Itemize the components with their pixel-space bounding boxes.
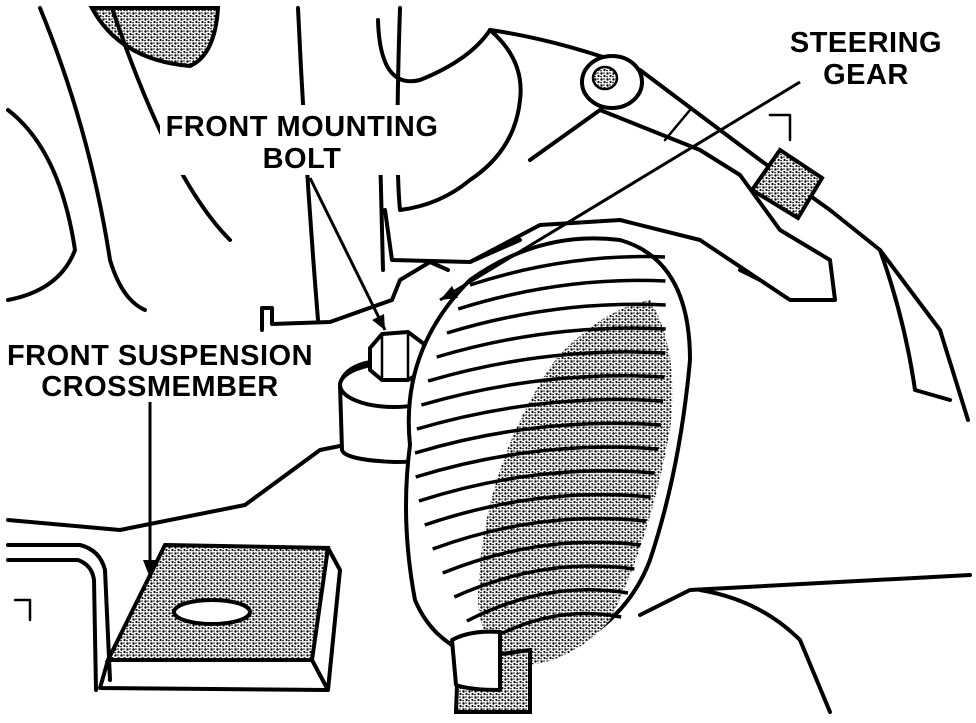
boot-rib <box>442 540 641 575</box>
upper-left-shaded-part <box>88 6 221 69</box>
lower-right-panel <box>638 573 972 617</box>
steering-boot <box>404 236 693 714</box>
label-front-mounting-bolt: FRONT MOUNTING BOLT <box>160 105 445 175</box>
boot-rib <box>424 492 651 527</box>
boot-rib <box>436 326 666 359</box>
crossmember-pad <box>6 542 342 692</box>
gear-shaded-collar <box>749 147 825 221</box>
crossmember-pad-side <box>98 546 342 692</box>
steering-gear-leader <box>439 80 801 302</box>
gear-housing-mid <box>528 108 837 302</box>
left-frame-outline <box>38 6 147 312</box>
boot-rib <box>414 421 662 455</box>
boot-rib <box>415 445 659 479</box>
gear-housing-lower <box>468 218 762 282</box>
label-crossmember-line2: CROSSMEMBER <box>41 371 279 403</box>
crossmember-ledge <box>260 260 450 332</box>
boot-rib <box>416 397 664 431</box>
crossmember-left-rail <box>6 543 112 692</box>
crossmember-hole <box>172 598 252 626</box>
label-steering-gear-line2: GEAR <box>823 59 909 91</box>
boot-rib <box>446 302 666 335</box>
lower-right-curve <box>698 588 832 714</box>
housing-lower-edge <box>383 208 522 264</box>
label-front-suspension-crossmember: FRONT SUSPENSION CROSSMEMBER <box>7 336 313 403</box>
label-steering-gear: STEERING GEAR <box>790 27 942 91</box>
label-front-mounting-bolt-line1: FRONT MOUNTING <box>166 111 439 143</box>
boot-rib <box>453 564 635 599</box>
boot-rib <box>466 588 629 623</box>
label-steering-gear-line1: STEERING <box>790 27 942 59</box>
boot-rib <box>469 254 666 287</box>
boot-rib <box>457 278 666 311</box>
left-frame-inner <box>6 108 77 302</box>
label-crossmember-line1: FRONT SUSPENSION <box>7 340 313 372</box>
boot-rib <box>418 469 655 503</box>
leader-lines <box>143 80 801 578</box>
vehicle-structure <box>6 6 972 714</box>
bracket-detail <box>663 108 792 142</box>
lower-floor-line <box>6 443 347 532</box>
label-front-mounting-bolt-line2: BOLT <box>263 143 342 175</box>
boot-rib <box>420 374 665 407</box>
boot-rib <box>427 350 666 383</box>
mounting-bolt-leader <box>308 177 387 331</box>
gear-housing-right-line <box>878 248 952 402</box>
boot-ribs <box>414 254 666 647</box>
tie-rod-collar <box>450 629 502 692</box>
boot-rib <box>432 516 647 551</box>
